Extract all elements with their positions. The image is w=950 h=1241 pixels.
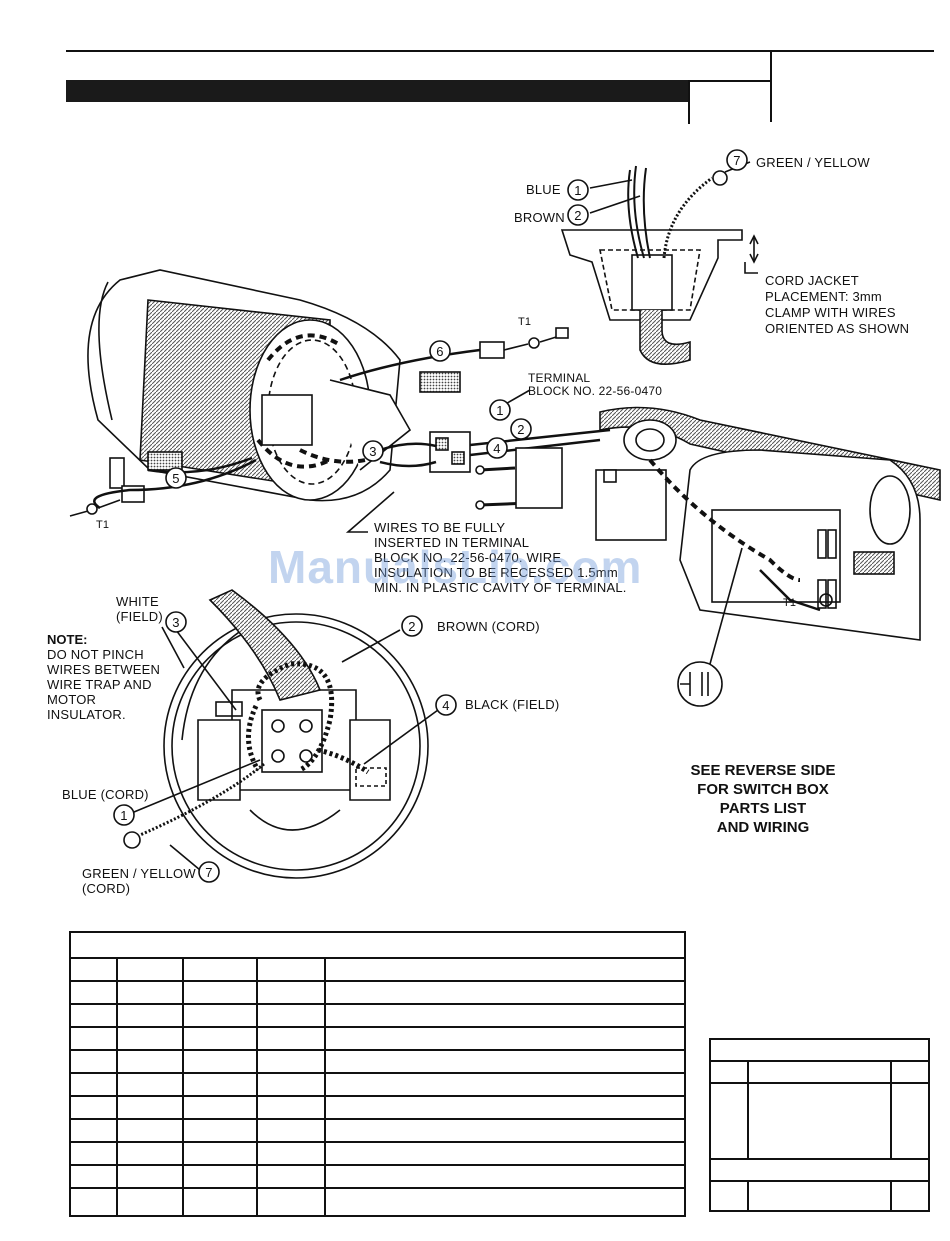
label-t1-top: T1 [518, 316, 532, 328]
header-rule [66, 50, 934, 52]
label-terminal: TERMINAL [528, 371, 591, 385]
label-blue-cord: BLUE (CORD) [62, 787, 149, 802]
callout-7-cord: 7 [733, 153, 741, 168]
label-brown-cord: BROWN (CORD) [437, 619, 540, 634]
see-reverse-note: SEE REVERSE SIDE FOR SWITCH BOX PARTS LI… [672, 761, 854, 837]
small-table [709, 1038, 931, 1212]
table-row [69, 1049, 686, 1074]
wires-note-line: BLOCK NO. 22-56-0470. WIRE [374, 550, 562, 565]
callout-4-motor: 4 [493, 441, 501, 456]
table-row [69, 1118, 686, 1143]
wires-note-line: INSULATION TO BE RECESSED 1.5mm [374, 565, 618, 580]
table-row [709, 1180, 931, 1212]
label-cord-jacket: CORD JACKET [765, 273, 859, 288]
parts-table-header-row [69, 957, 686, 982]
table-row [69, 1072, 686, 1097]
header-divider [770, 50, 772, 122]
small-table-title-row [709, 1038, 930, 1062]
label-green-yellow-cord: GREEN / YELLOW (CORD) [82, 866, 196, 896]
header-title-bar [66, 80, 688, 102]
note-pinch: NOTE: DO NOT PINCH WIRES BETWEEN WIRE TR… [47, 632, 160, 722]
table-row [69, 1003, 686, 1028]
label-white: WHITE [116, 594, 159, 609]
callout-circles [113, 149, 748, 883]
motor-assembly [69, 269, 941, 707]
wires-note-line: WIRES TO BE FULLY [374, 520, 506, 535]
callout-3-end: 3 [172, 615, 180, 630]
callout-6-motor: 6 [436, 344, 444, 359]
callout-1-cord: 1 [574, 183, 582, 198]
parts-table-title-row [69, 931, 686, 959]
wires-note-line: MIN. IN PLASTIC CAVITY OF TERMINAL. [374, 580, 627, 595]
table-row [69, 980, 686, 1005]
see-reverse-line: FOR SWITCH BOX [697, 781, 829, 798]
wires-note-line: INSERTED IN TERMINAL [374, 535, 530, 550]
table-row [69, 1187, 686, 1217]
callout-4-end: 4 [442, 698, 450, 713]
callout-3-motor: 3 [369, 444, 377, 459]
label-black-field: BLACK (FIELD) [465, 697, 560, 712]
small-table-subtitle-row [709, 1158, 930, 1182]
label-brown: BROWN [514, 210, 565, 225]
motor-end-view [123, 589, 439, 879]
watermark: ManualsLib.com [268, 541, 643, 593]
label-t1-switch: T1 [783, 597, 797, 609]
callout-7-end: 7 [205, 865, 213, 880]
note-line: DO NOT PINCH [47, 647, 144, 662]
see-reverse-line: SEE REVERSE SIDE [690, 762, 836, 779]
callout-1-end: 1 [120, 808, 128, 823]
wires-note: WIRES TO BE FULLY INSERTED IN TERMINAL B… [374, 520, 627, 595]
table-row [69, 1026, 686, 1051]
callout-2-end: 2 [408, 619, 416, 634]
label-clamp: CLAMP WITH WIRES [765, 305, 896, 320]
small-table-header-row [709, 1060, 931, 1084]
label-white-field: WHITE (FIELD) [116, 594, 163, 624]
callout-5-motor: 5 [172, 471, 180, 486]
callout-2-motor: 2 [517, 422, 525, 437]
label-placement: PLACEMENT: 3mm [765, 289, 882, 304]
table-row [69, 1141, 686, 1166]
note-title: NOTE: [47, 632, 88, 647]
see-reverse-line: PARTS LIST [719, 800, 807, 817]
note-line: INSULATOR. [47, 707, 126, 722]
note-line: MOTOR [47, 692, 97, 707]
label-t1-left: T1 [96, 519, 110, 531]
table-row [709, 1082, 931, 1160]
table-row [69, 1095, 686, 1120]
parts-table-title [69, 931, 686, 959]
note-line: WIRE TRAP AND [47, 677, 152, 692]
note-line: WIRES BETWEEN [47, 662, 161, 677]
callout-2-cord: 2 [574, 208, 582, 223]
label-gy: GREEN / YELLOW [82, 866, 196, 881]
label-field: (FIELD) [116, 609, 163, 624]
label-terminal-block: BLOCK NO. 22-56-0470 [528, 384, 663, 398]
see-reverse-line: AND WIRING [716, 819, 810, 836]
label-oriented: ORIENTED AS SHOWN [765, 321, 910, 336]
label-green-yellow: GREEN / YELLOW [756, 155, 870, 170]
table-row [69, 1164, 686, 1189]
parts-table [69, 931, 686, 1217]
label-cord: (CORD) [82, 881, 131, 896]
label-blue: BLUE [526, 182, 561, 197]
callout-1-motor: 1 [496, 403, 504, 418]
header-number-box [688, 80, 770, 124]
cord-clamp-detail [560, 161, 759, 366]
